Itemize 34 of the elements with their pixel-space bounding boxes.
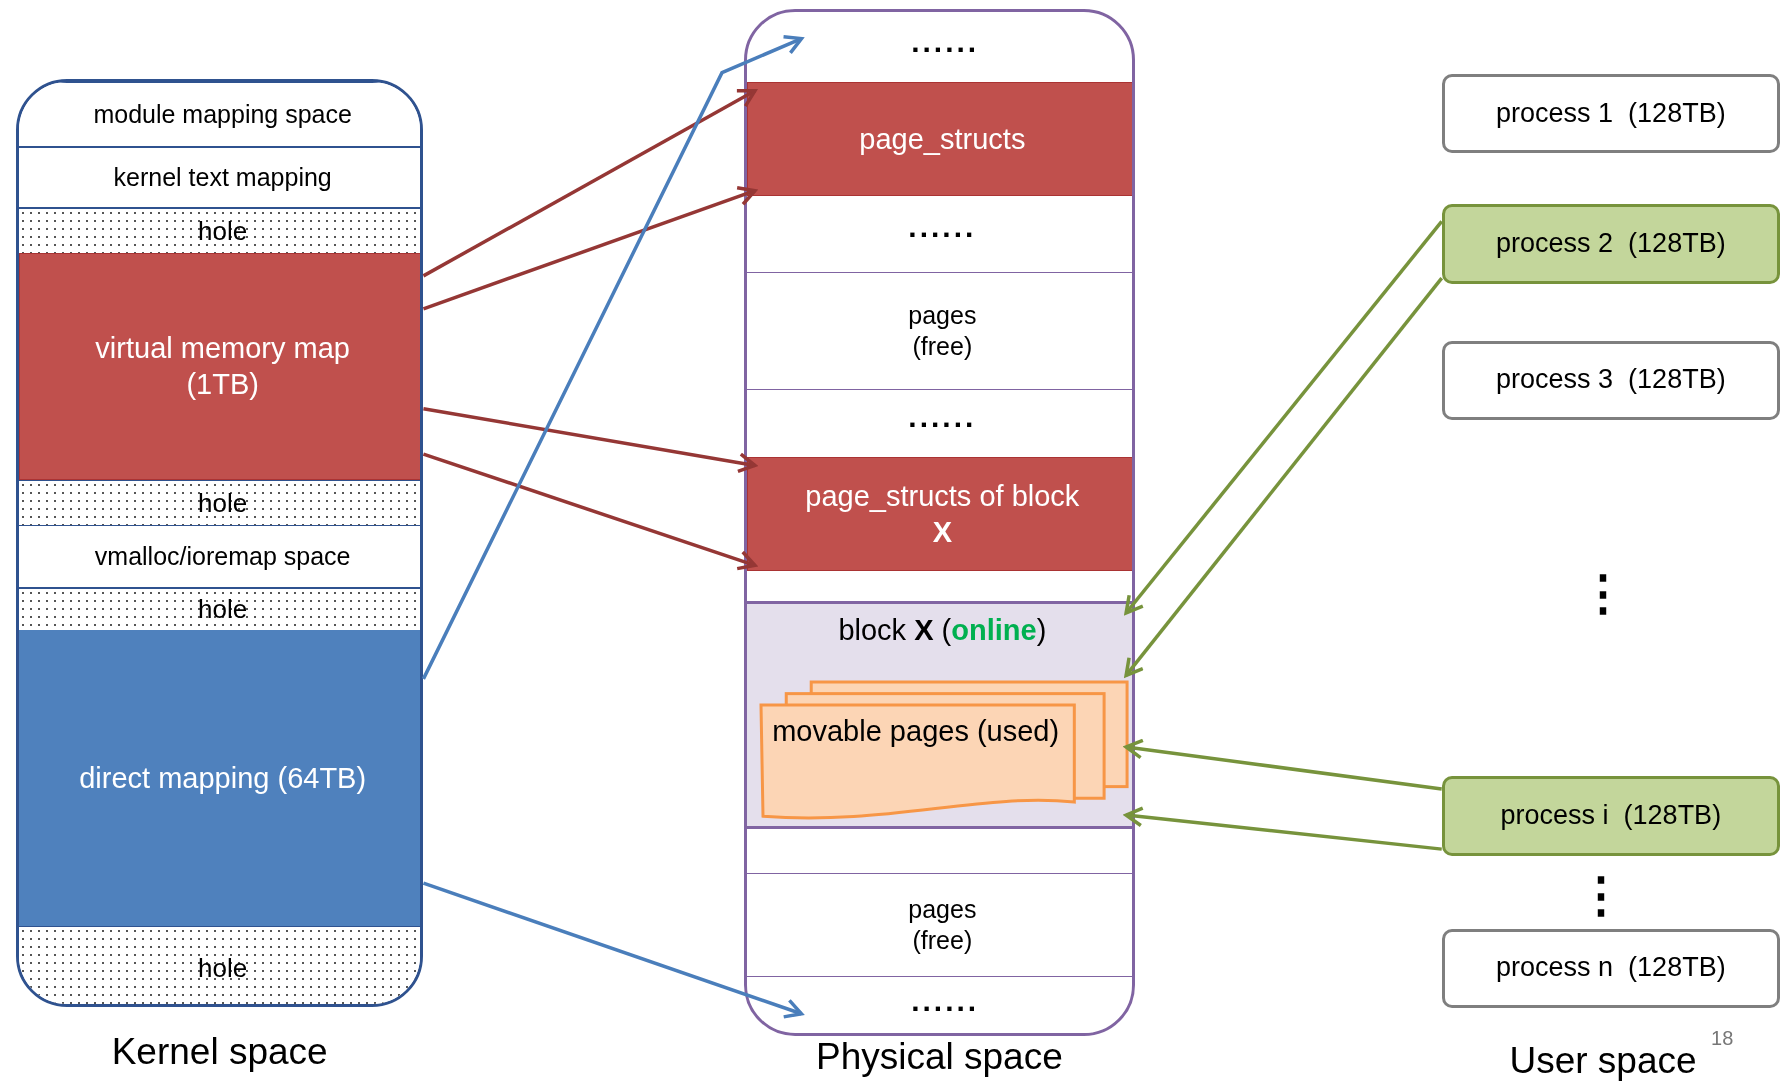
- memory-region: pages (free): [746, 272, 1133, 391]
- arrow: [1124, 806, 1442, 851]
- arrow: [422, 89, 757, 278]
- arrow: [423, 406, 757, 474]
- process-box: process 1 (128TB): [1441, 73, 1780, 154]
- memory-region: virtual memory map (1TB): [18, 252, 421, 480]
- column-caption: Physical space: [814, 1036, 1064, 1079]
- process-box: process 3 (128TB): [1441, 340, 1780, 420]
- memory-region: kernel text mapping: [18, 147, 421, 209]
- memory-block: block X (online) movable pages (used): [746, 601, 1133, 830]
- arrow: [1124, 277, 1444, 678]
- arrow: [1124, 738, 1442, 791]
- process-box: process i (128TB): [1441, 776, 1780, 856]
- hole-region: hole: [18, 479, 421, 526]
- column-caption: User space: [1509, 1040, 1697, 1083]
- hole-region: hole: [18, 208, 421, 253]
- arrow: [421, 35, 804, 680]
- hole-region: hole: [18, 925, 421, 1004]
- arrow: [422, 452, 757, 571]
- arrow: [1124, 220, 1444, 615]
- page-number: 18: [1711, 1027, 1734, 1051]
- vertical-ellipsis: ⋮: [1578, 565, 1627, 621]
- column-caption: Kernel space: [110, 1030, 329, 1073]
- arrow: [422, 186, 757, 311]
- memory-region: page_structs of block X: [746, 457, 1133, 571]
- arrow: [422, 881, 804, 1019]
- process-box: process 2 (128TB): [1441, 204, 1780, 284]
- vertical-ellipsis: ⋮: [1576, 867, 1625, 923]
- memory-region: vmalloc/ioremap space: [18, 525, 421, 588]
- memory-region: pages (free): [746, 872, 1133, 977]
- process-box: process n (128TB): [1441, 928, 1780, 1009]
- memory-region: direct mapping (64TB): [18, 629, 421, 926]
- memory-region: module mapping space: [18, 82, 421, 148]
- memory-region: page_structs: [746, 82, 1133, 196]
